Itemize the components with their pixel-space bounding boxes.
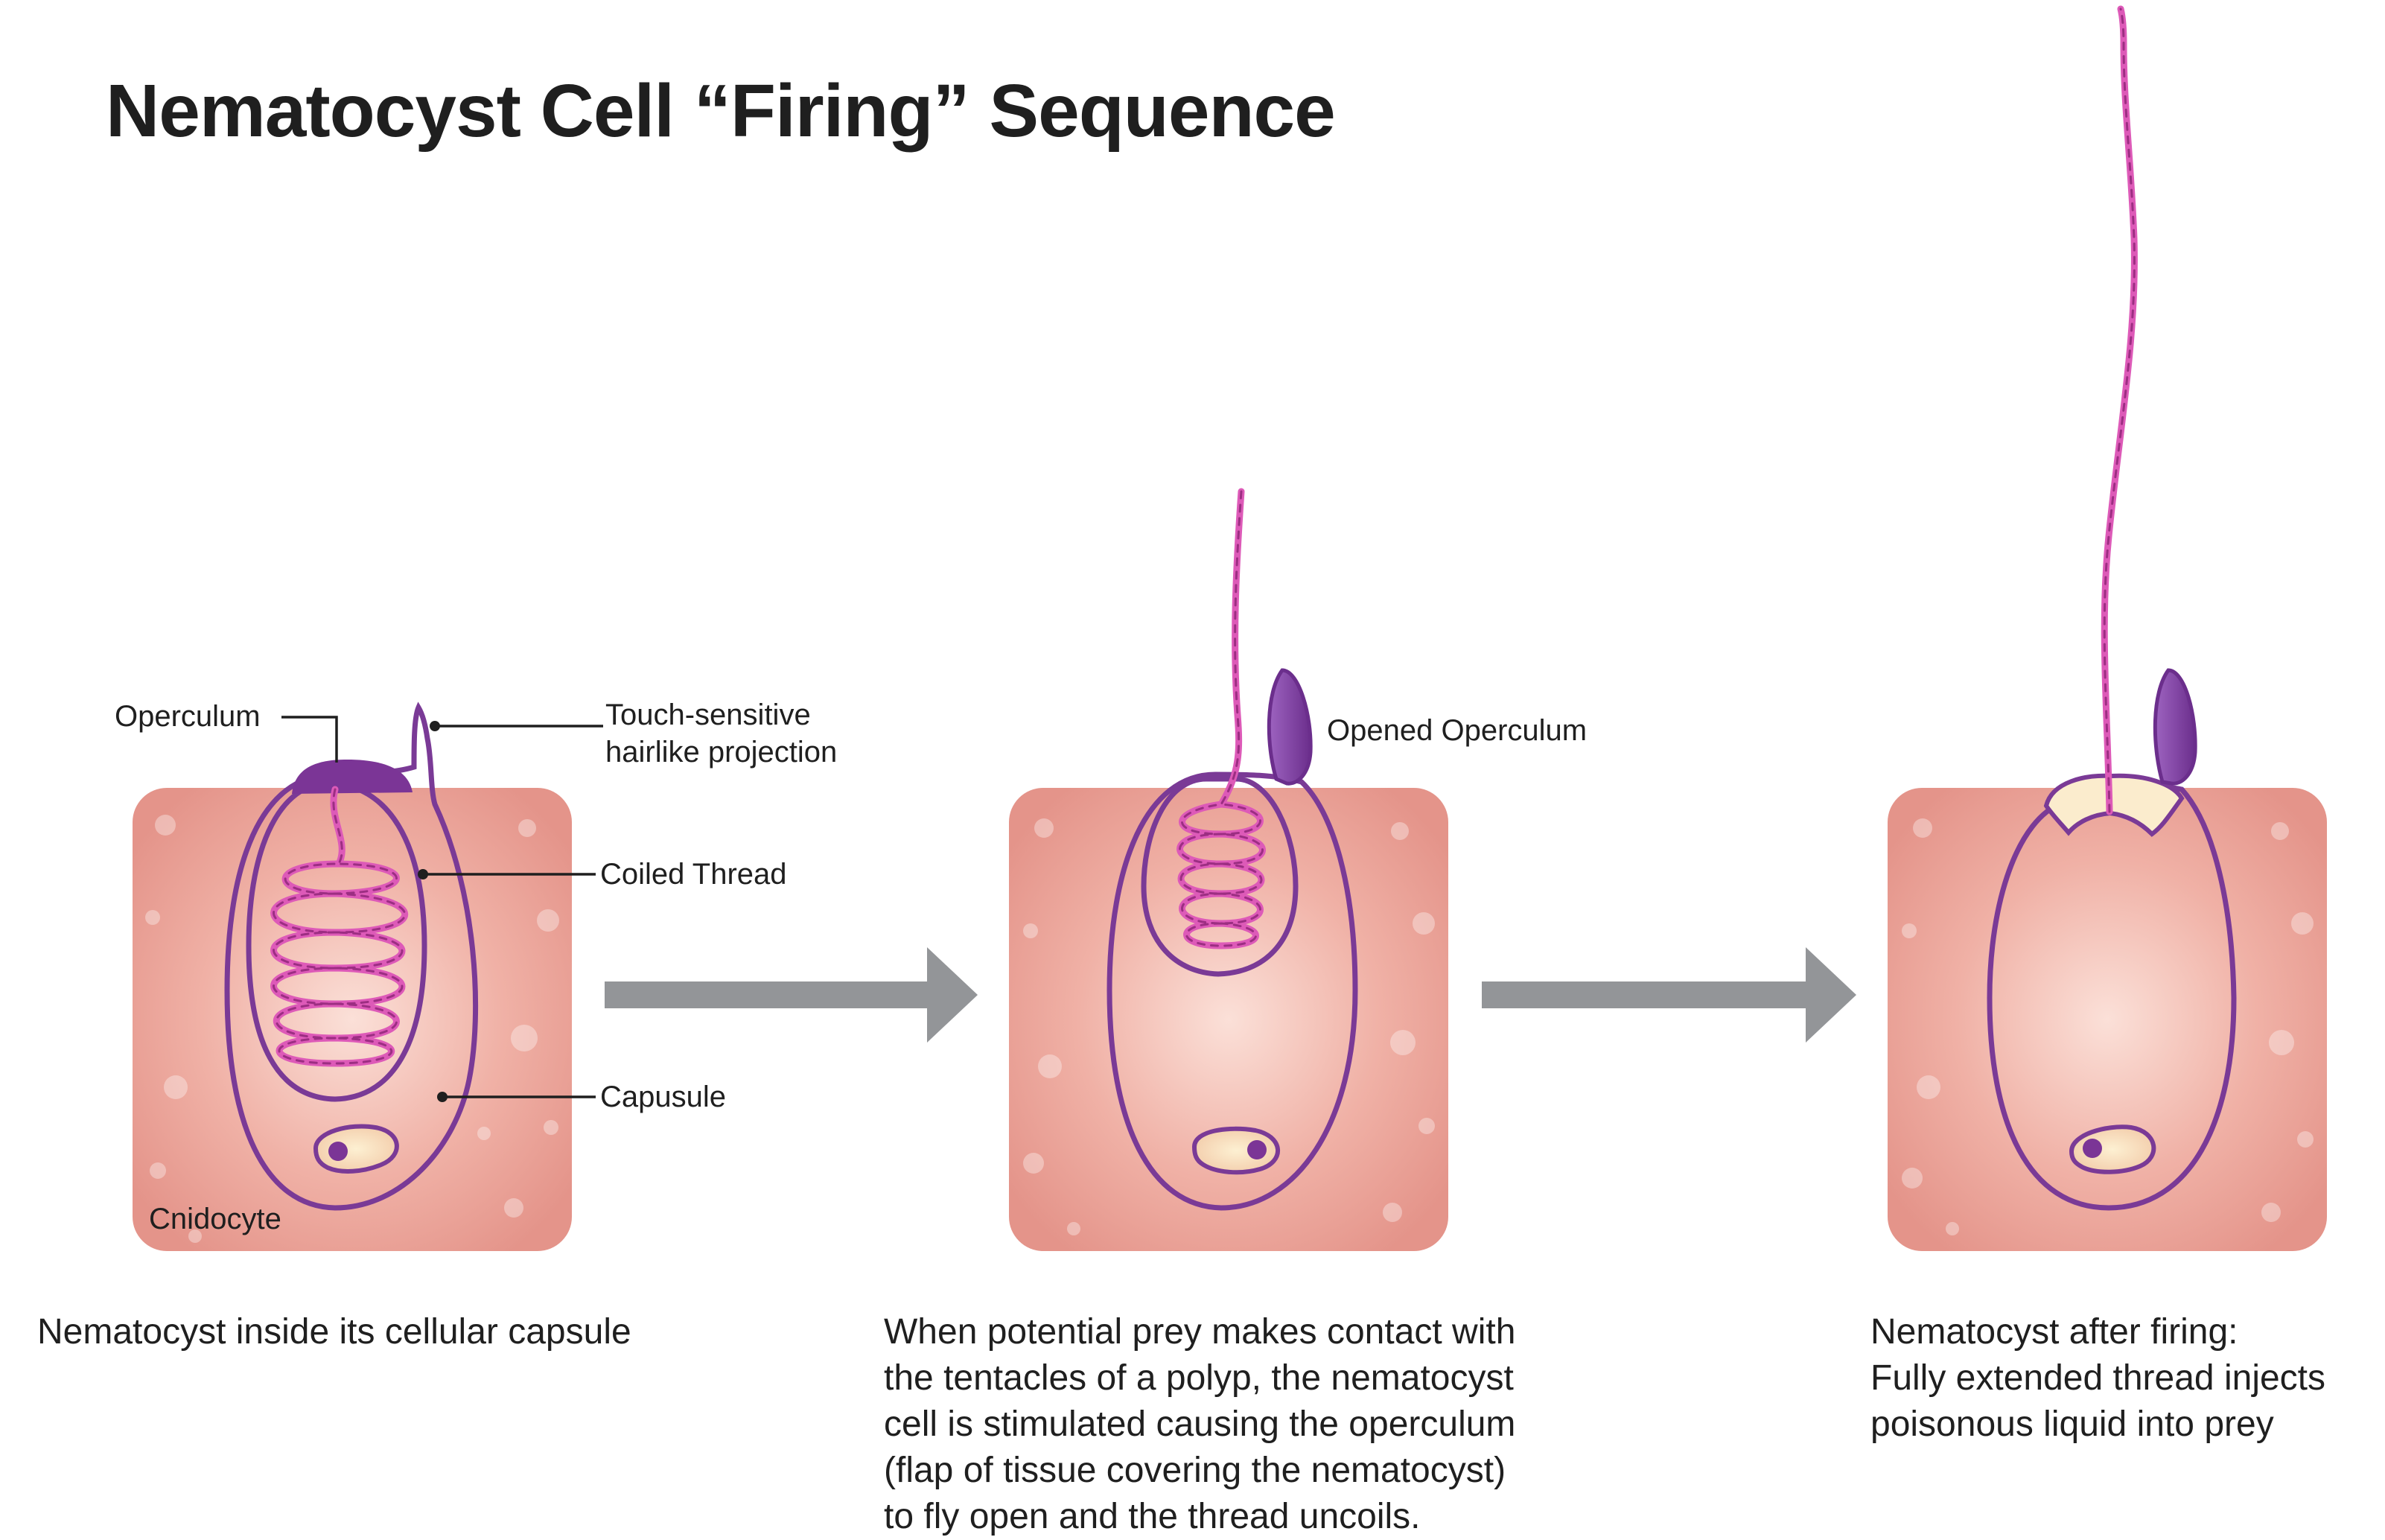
operculum bbox=[292, 760, 413, 794]
nucleus bbox=[1191, 1126, 1281, 1175]
caption-line: (flap of tissue covering the nematocyst) bbox=[884, 1451, 1506, 1490]
leader-lines bbox=[281, 716, 603, 1102]
caption-line: cell is stimulated causing the operculum bbox=[884, 1404, 1516, 1444]
arrow-stage2-to-stage3 bbox=[1482, 947, 1856, 1043]
stage-1-nematocyst: Operculum Touch-sensitive hairlike proje… bbox=[115, 699, 837, 1251]
extended-thread bbox=[2101, 5, 2138, 815]
opened-operculum-label: Opened Operculum bbox=[1327, 714, 1587, 747]
touch-sensitive-label-line2: hairlike projection bbox=[605, 736, 837, 769]
opened-operculum bbox=[2153, 668, 2197, 786]
arrow-stage1-to-stage2 bbox=[605, 947, 978, 1043]
tissue-speckles bbox=[1023, 818, 1435, 1235]
stage-3-nematocyst bbox=[1888, 5, 2327, 1251]
tissue-block bbox=[133, 788, 572, 1251]
caption-stage-2: When potential prey makes contact with t… bbox=[884, 1309, 1515, 1540]
tissue-block bbox=[1009, 788, 1448, 1251]
cnidocyte-label: Cnidocyte bbox=[149, 1203, 281, 1235]
coiled-thread bbox=[270, 786, 409, 1067]
capsule bbox=[1141, 776, 1299, 977]
tissue-speckles bbox=[1902, 818, 2314, 1235]
caption-line: to fly open and the thread uncoils. bbox=[884, 1497, 1421, 1536]
caption-line: the tentacles of a polyp, the nematocyst bbox=[884, 1358, 1514, 1398]
nucleus bbox=[2069, 1124, 2156, 1174]
operculum-label: Operculum bbox=[115, 700, 261, 733]
caption-line: Nematocyst after firing: bbox=[1870, 1312, 2238, 1352]
capsule bbox=[246, 780, 427, 1102]
caption-stage-1: Nematocyst inside its cellular capsule bbox=[37, 1309, 631, 1355]
tissue-speckles bbox=[145, 815, 559, 1243]
caption-stage-3: Nematocyst after firing: Fully extended … bbox=[1870, 1309, 2325, 1448]
caption-line: Nematocyst inside its cellular capsule bbox=[37, 1312, 631, 1352]
coiled-thread-label: Coiled Thread bbox=[600, 858, 787, 891]
cnidocyte-cell bbox=[1106, 771, 1358, 1211]
cnidocyte-cell bbox=[1987, 783, 2237, 1211]
diagram-title: Nematocyst Cell “Firing” Sequence bbox=[106, 69, 1336, 153]
touch-sensitive-label-line1: Touch-sensitive bbox=[605, 699, 811, 731]
caption-line: Fully extended thread injects bbox=[1870, 1358, 2326, 1398]
capsule-label: Capusule bbox=[600, 1081, 726, 1113]
stage-2-nematocyst: Opened Operculum bbox=[1009, 488, 1587, 1251]
nucleus bbox=[313, 1124, 399, 1174]
caption-line: When potential prey makes contact with bbox=[884, 1312, 1516, 1352]
cnidocyte-cell bbox=[224, 701, 479, 1211]
caption-line: poisonous liquid into prey bbox=[1870, 1404, 2274, 1444]
uncoiling-thread bbox=[1176, 488, 1266, 949]
tissue-block bbox=[1888, 788, 2327, 1251]
opened-operculum bbox=[1267, 668, 1313, 786]
